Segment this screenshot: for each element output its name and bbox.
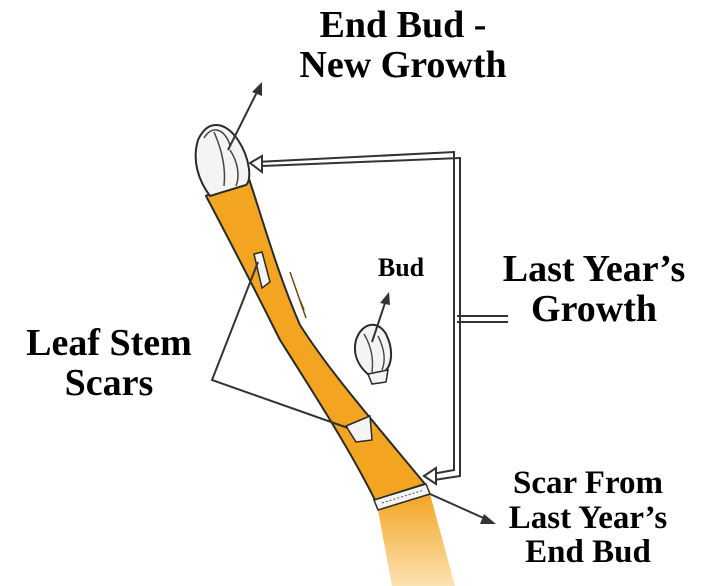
lateral-bud-icon (355, 325, 391, 376)
last-years-label-line1: Last Year’s (480, 250, 708, 290)
scar-from-label-line3: End Bud (488, 535, 688, 570)
scar-arrow (430, 494, 496, 524)
end-bud-label-line1: End Bud - (268, 6, 538, 46)
bracket-arrow-top (250, 156, 262, 172)
stem (206, 170, 425, 500)
scar-from-label: Scar From Last Year’s End Bud (488, 466, 688, 570)
terminal-bud-icon (196, 125, 250, 196)
leaf-stem-scars-label: Leaf Stem Scars (4, 324, 214, 404)
end-bud-label-line2: New Growth (268, 46, 538, 86)
bud-label: Bud (356, 254, 446, 281)
end-bud-label: End Bud - New Growth (268, 6, 538, 86)
last-years-label-line2: Growth (480, 290, 708, 330)
bud-label-text: Bud (356, 254, 446, 281)
bracket-arrow-bottom (424, 468, 436, 484)
scar-from-label-line1: Scar From (488, 466, 688, 501)
old-stem-section (378, 494, 455, 586)
end-bud-arrow (228, 82, 262, 150)
last-years-growth-label: Last Year’s Growth (480, 250, 708, 330)
leaf-scars-label-line1: Leaf Stem (4, 324, 214, 364)
leaf-scars-label-line2: Scars (4, 364, 214, 404)
scar-from-label-line2: Last Year’s (488, 501, 688, 536)
